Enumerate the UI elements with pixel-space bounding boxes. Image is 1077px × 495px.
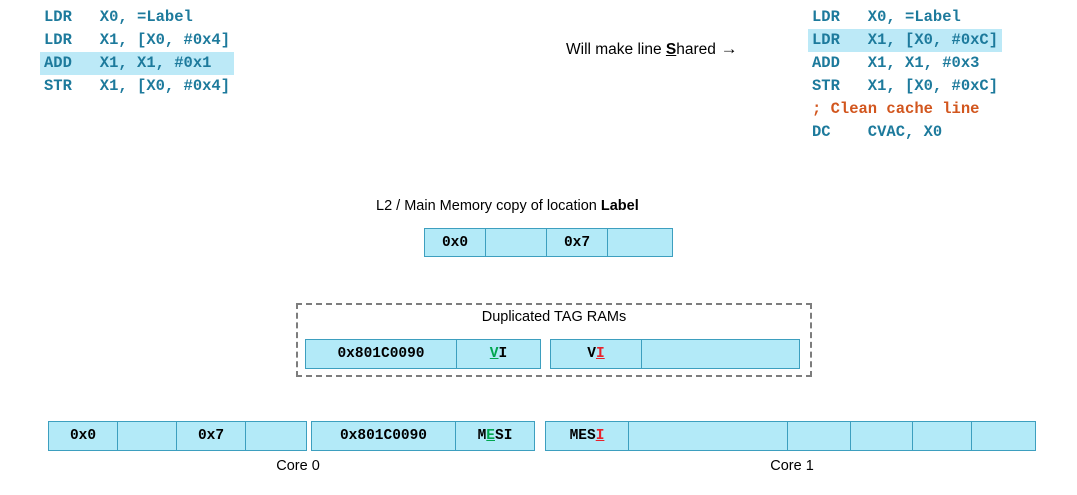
cache-cell: 0x0 xyxy=(424,228,486,257)
cache-cell-empty xyxy=(628,421,788,451)
l2-label-location: Label xyxy=(600,198,639,214)
state-letter-S: S xyxy=(495,428,504,444)
arrow-right-icon: → xyxy=(715,39,738,58)
state-letter-I: I xyxy=(503,428,513,444)
annotation-suffix: hared xyxy=(676,41,716,58)
cache-cell: 0x0 xyxy=(48,421,118,451)
cache-cell-empty xyxy=(607,228,673,257)
l2-label-text: L2 / Main Memory copy of location xyxy=(376,198,601,214)
code-line: STR X1, [X0, #0xC] xyxy=(812,77,999,95)
state-letter-I: I xyxy=(498,346,508,362)
l2-memory-label: L2 / Main Memory copy of location Label xyxy=(376,198,639,214)
code-line: ADD X1, X1, #0x3 xyxy=(812,54,980,72)
state-letter-V: V xyxy=(489,346,499,362)
core1-label: Core 1 xyxy=(770,458,814,474)
cache-cell-empty xyxy=(117,421,177,451)
state-letter-M: M xyxy=(569,428,579,444)
cache-cell-empty xyxy=(912,421,972,451)
code-line: LDR X1, [X0, #0xC] xyxy=(808,29,1003,52)
cache-cell: 0x801C0090 xyxy=(305,339,457,369)
shared-annotation: Will make line Shared → xyxy=(566,39,738,59)
cache-cell: 0x7 xyxy=(176,421,246,451)
cache-cell-empty xyxy=(971,421,1036,451)
state-letter-I: I xyxy=(595,428,605,444)
state-letter-V: V xyxy=(587,346,596,362)
cache-cell-empty xyxy=(850,421,913,451)
code-line: LDR X0, =Label xyxy=(44,8,193,26)
code-line: LDR X0, =Label xyxy=(812,8,961,26)
cache-cell-empty xyxy=(787,421,851,451)
state-letter-I: I xyxy=(596,346,605,362)
core0-label: Core 0 xyxy=(276,458,320,474)
code-line: DC CVAC, X0 xyxy=(812,123,943,141)
cache-cell: 0x7 xyxy=(546,228,608,257)
cache-cell-empty xyxy=(245,421,307,451)
state-letter-E: E xyxy=(578,428,587,444)
annotation-emphasis: S xyxy=(665,41,677,58)
code-line: ADD X1, X1, #0x1 xyxy=(40,52,235,75)
annotation-prefix: Will make line xyxy=(566,41,666,58)
l2-memory-row: 0x0 0x7 xyxy=(424,228,673,257)
state-letter-S: S xyxy=(587,428,596,444)
cache-cell-empty xyxy=(485,228,547,257)
state-letter-E: E xyxy=(486,428,495,444)
duplicated-tag-rams-title: Duplicated TAG RAMs xyxy=(481,309,627,325)
cache-cell: 0x801C0090 xyxy=(311,421,456,451)
code-line: LDR X1, [X0, #0x4] xyxy=(44,31,231,49)
state-letter-M: M xyxy=(477,428,487,444)
code-line: STR X1, [X0, #0x4] xyxy=(44,77,231,95)
code-line: ; Clean cache line xyxy=(812,100,980,118)
cache-cell-empty xyxy=(641,339,800,369)
